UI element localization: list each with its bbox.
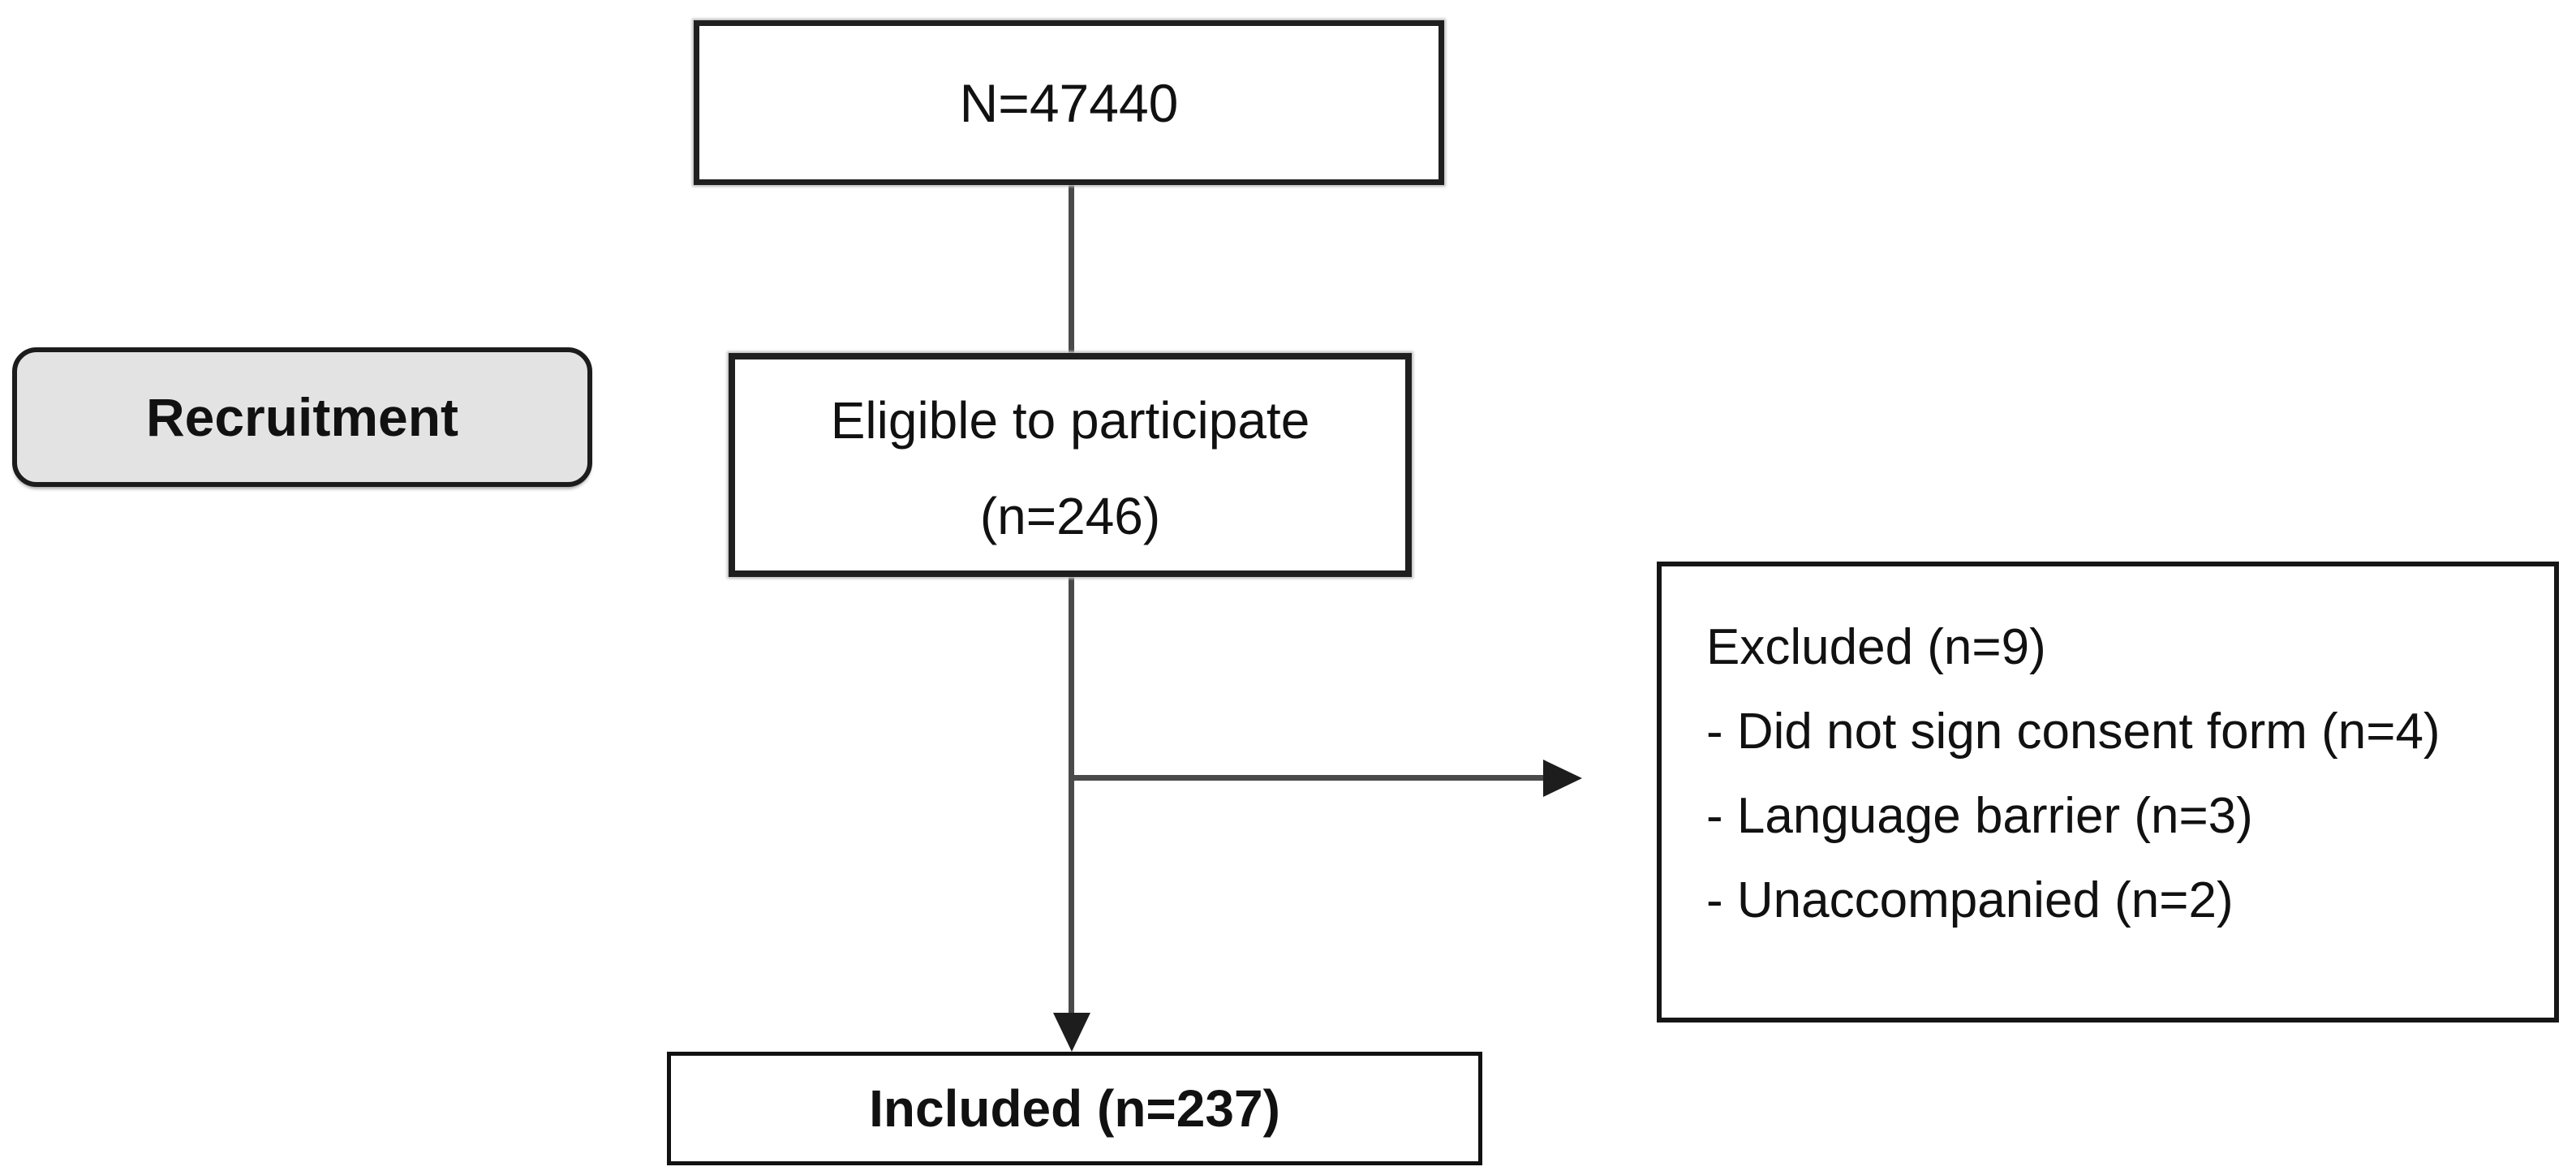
node-eligible-line2: (n=246) (979, 487, 1161, 545)
arrowhead-right-icon (1543, 760, 1582, 797)
stage-label-recruitment-text: Recruitment (145, 387, 459, 447)
node-excluded-title: Excluded (n=9) (1706, 619, 2046, 675)
node-excluded: Excluded (n=9) - Did not sign consent fo… (1657, 562, 2559, 1022)
node-excluded-reason: - Unaccompanied (n=2) (1706, 872, 2234, 929)
node-included: Included (n=237) (667, 1052, 1482, 1165)
node-total-screened-label: N=47440 (959, 72, 1179, 133)
connector-eligible-to-included (1069, 575, 1074, 1017)
node-included-label: Included (n=237) (869, 1079, 1280, 1138)
connector-branch-to-excluded (1071, 775, 1546, 781)
node-excluded-reason: - Did not sign consent form (n=4) (1706, 704, 2441, 760)
node-total-screened: N=47440 (694, 20, 1444, 185)
stage-label-recruitment: Recruitment (12, 347, 592, 487)
connector-total-to-eligible (1069, 185, 1074, 355)
node-eligible: Eligible to participate (n=246) (729, 353, 1412, 577)
node-eligible-line1: Eligible to participate (830, 390, 1310, 450)
arrowhead-down-icon (1053, 1013, 1090, 1052)
node-excluded-reason: - Language barrier (n=3) (1706, 788, 2253, 845)
